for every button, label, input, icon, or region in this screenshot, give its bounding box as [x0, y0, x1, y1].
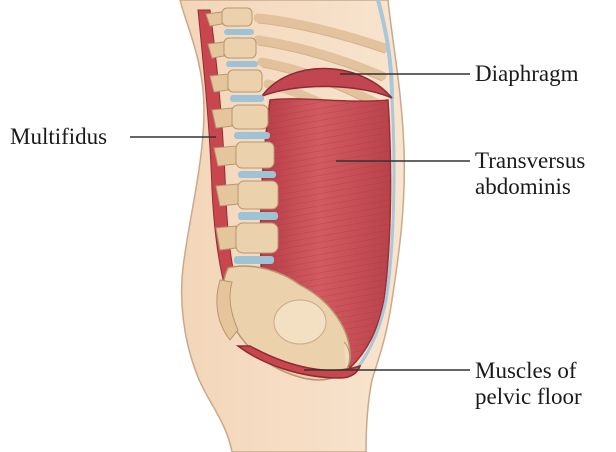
diaphragm-label-text: Diaphragm	[475, 61, 578, 87]
pelvic-floor-label-line2: pelvic floor	[475, 384, 582, 410]
transversus-label-line1: Transversus	[475, 148, 585, 174]
pelvic-floor-label-line1: Muscles of	[475, 358, 582, 384]
transversus-label-line2: abdominis	[475, 174, 585, 200]
pelvic-floor-label: Muscles of pelvic floor	[475, 358, 582, 410]
transversus-abdominis-label: Transversus abdominis	[475, 148, 585, 200]
multifidus-label: Multifidus	[10, 124, 107, 150]
diaphragm-label: Diaphragm	[475, 61, 578, 87]
multifidus-label-text: Multifidus	[10, 124, 107, 150]
